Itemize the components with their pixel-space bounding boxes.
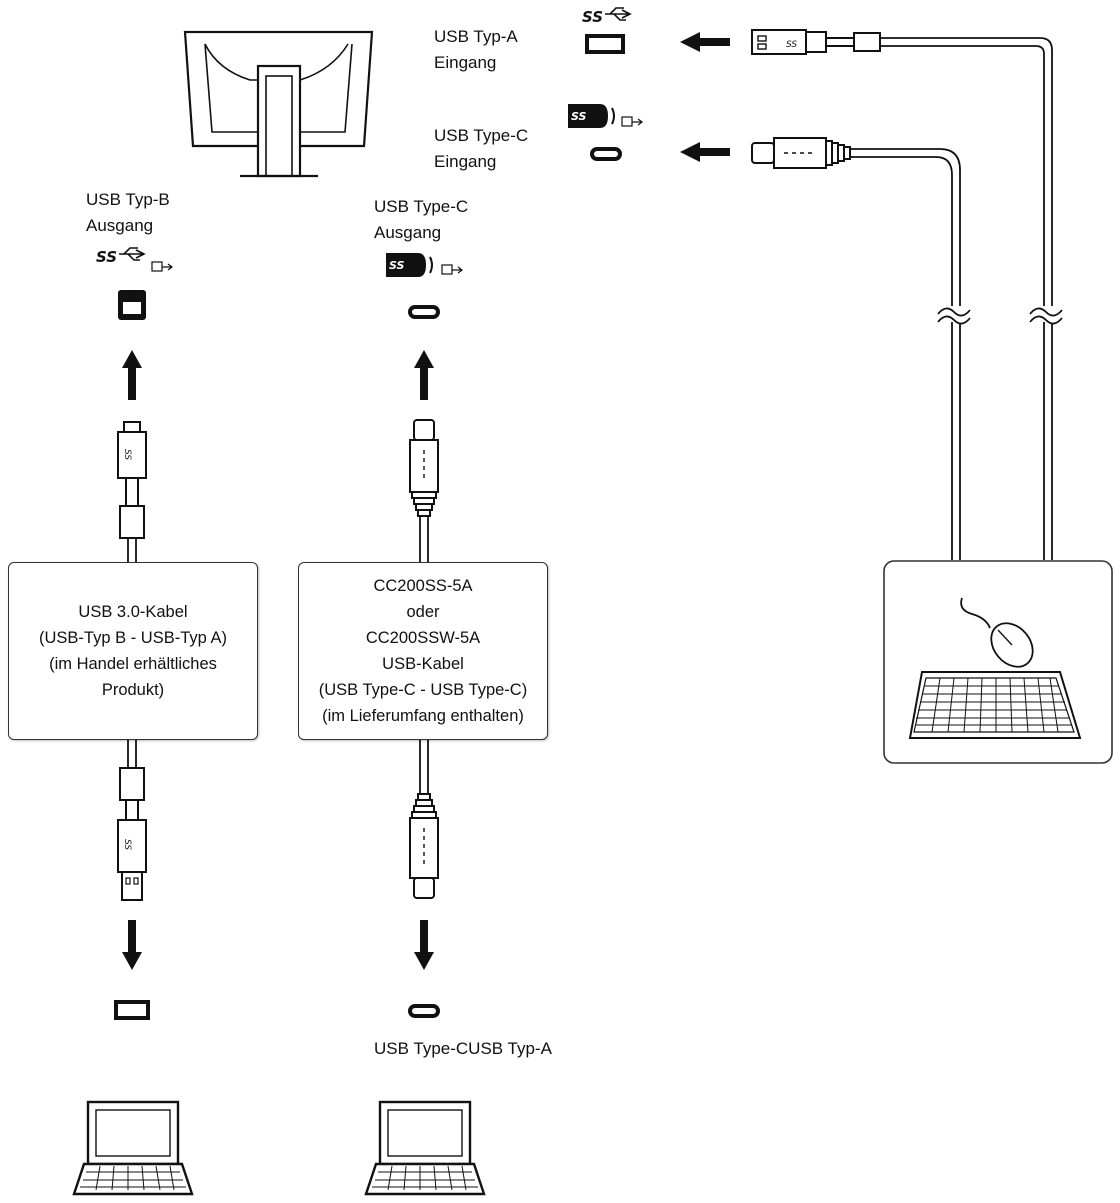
svg-text:SS: SS [122,839,132,850]
ss-usb-logo-icon: SS [96,247,173,272]
mouse-icon [960,597,1034,668]
usb-b-output-label: USB Typ-B Ausgang [86,190,170,235]
cable-c-line: USB-Kabel [382,655,464,673]
keyboard-icon [908,671,1082,739]
usb-c-input-label: USB Type-C Eingang [434,126,529,171]
usb-b-cable-info-box: USB 3.0-Kabel (USB-Typ B - USB-Typ A) (i… [8,562,258,740]
usb-a-input-label: USB Typ-A Eingang [434,27,518,72]
laptop-icon [72,1100,194,1196]
cable-c-line: (USB Type-C - USB Type-C) [318,681,528,699]
usb-a-plug-icon: SS [751,29,881,55]
svg-text:SS: SS [786,40,797,50]
usb-c-port-icon [408,305,440,319]
usb-a-port-icon [585,34,625,54]
cable-break-icon [937,306,1063,325]
bottom-ports-label: USB Type-CUSB Typ-A [374,1039,552,1058]
svg-text:SS: SS [389,259,405,272]
arrow-up-icon [414,350,434,400]
arrow-down-icon [414,920,434,970]
cable-b-line: (im Handel erhältliches [49,655,217,673]
cable-c-line: oder [406,603,440,621]
cable-b-line: (USB-Typ B - USB-Typ A) [39,629,227,647]
usb-a-plug-icon: SS [117,740,147,901]
usb-c-cable-info-box: CC200SS-5A oder CC200SSW-5A USB-Kabel (U… [298,562,548,740]
usb-c-output-label: USB Type-C Ausgang [374,197,469,242]
cable-c-line: (im Lieferumfang enthalten) [322,707,524,725]
ss-usb-c-logo-icon: SS [386,253,463,277]
usb-a-port-icon [114,1000,150,1020]
usb-b-plug-icon: SS [117,421,147,562]
cable-keyboard-c [850,148,961,560]
monitor-rear-icon [183,30,374,178]
usb-c-plug-icon [409,419,439,562]
usb-c-port-icon [408,1004,440,1018]
laptop-icon [364,1100,486,1196]
ss-usb-c-logo-icon: SS [568,104,643,128]
arrow-left-icon [680,142,730,162]
svg-text:SS: SS [96,248,117,266]
svg-text:SS: SS [122,449,132,460]
svg-text:SS: SS [571,110,587,123]
usb-b-port-icon [118,290,146,320]
cable-c-line: CC200SS-5A [373,577,473,595]
ss-text: SS [582,8,603,26]
arrow-left-icon [680,32,730,52]
cable-b-line: USB 3.0-Kabel [78,603,188,621]
usb-c-plug-icon [751,137,851,169]
cable-keyboard [880,37,1053,560]
usb-c-plug-icon [409,740,439,899]
arrow-up-icon [122,350,142,400]
usb-c-port-icon [590,147,622,161]
cable-b-line: Produkt) [101,681,165,699]
arrow-down-icon [122,920,142,970]
ss-usb-logo-icon: SS [582,7,632,26]
cable-c-line: CC200SSW-5A [365,629,481,647]
